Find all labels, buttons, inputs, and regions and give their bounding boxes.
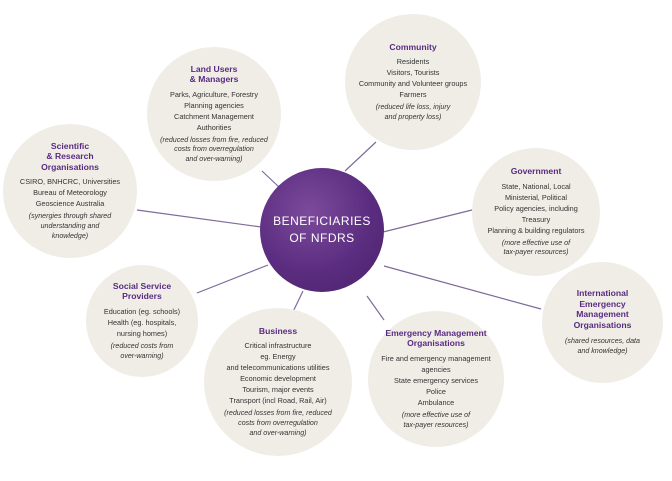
- node-item: Bureau of Meteorology: [33, 188, 107, 198]
- node-item: Ministerial, Political: [504, 192, 568, 202]
- node-item: Economic development: [240, 374, 316, 384]
- node-item: Transport (incl Road, Rail, Air): [229, 396, 327, 406]
- node-title-line: International: [576, 288, 629, 299]
- connector-community: [344, 141, 377, 172]
- connector-land-users: [261, 170, 281, 189]
- node-note-line: understanding and: [40, 221, 100, 230]
- node-title-line: Organisations: [41, 161, 99, 172]
- node-note-line: (more effective use of: [401, 410, 471, 419]
- node-note-line: costs from overregulation: [174, 145, 254, 154]
- node-item: State, National, Local: [501, 181, 571, 191]
- node-title-line: Scientific: [50, 140, 90, 151]
- node-item: Geoscience Australia: [35, 199, 105, 209]
- node-note-line: costs from overregulation: [238, 418, 318, 427]
- node-title-line: Emergency Management: [385, 327, 487, 338]
- center-title-line2: OF NFDRS: [289, 231, 355, 245]
- node-title-line: Providers: [122, 291, 162, 302]
- node-item: Police: [426, 386, 446, 396]
- node-note-line: (more effective use of: [501, 238, 571, 247]
- node-item: Parks, Agriculture, Forestry: [170, 89, 258, 99]
- node-title-line: Organisations: [573, 319, 632, 330]
- node-title-line: Land Users: [190, 63, 238, 74]
- node-title-business: Business: [259, 326, 297, 337]
- node-item: agencies: [421, 364, 451, 374]
- node-note-line: (reduced costs from: [110, 341, 174, 350]
- node-title-line: Social Service: [112, 280, 172, 291]
- node-note-line: knowledge): [51, 231, 89, 240]
- node-item: Planning & building regulators: [487, 225, 585, 235]
- node-item: Catchment Management Authorities: [174, 111, 254, 132]
- connector-social: [196, 264, 269, 294]
- node-item: Critical infrastructure: [244, 341, 312, 351]
- node-title-line: & Managers: [189, 74, 239, 85]
- node-title-line: Government: [510, 166, 562, 177]
- node-item: Education (eg. schools): [103, 306, 181, 316]
- node-item: Tourism, major events: [242, 385, 314, 395]
- connector-emergency: [366, 295, 385, 321]
- node-item: Planning agencies: [184, 100, 244, 110]
- node-note-line: and over-warning): [185, 154, 243, 163]
- node-note-line: tax-payer resources): [403, 420, 469, 429]
- node-note-line: and over-warning): [249, 428, 307, 437]
- node-note-line: over-warning): [120, 351, 164, 360]
- node-item: Community and Volunteer groups: [358, 79, 468, 89]
- node-title-line: & Research: [46, 151, 94, 162]
- center-title-line1: BENEFICIARIES: [273, 214, 371, 228]
- node-note-line: (synergies through shared: [28, 212, 112, 221]
- connector-government: [382, 209, 473, 233]
- connector-scientific: [136, 209, 262, 228]
- node-title-land-users: Land Users& Managers: [190, 64, 239, 85]
- node-note-line: (reduced life loss, injury: [375, 103, 451, 112]
- node-item: Policy agencies, including Treasury: [494, 203, 578, 224]
- node-item: and telecommunications utilities: [226, 363, 330, 373]
- connector-international: [383, 265, 542, 310]
- node-title-line: Organisations: [407, 338, 465, 349]
- node-item: Visitors, Tourists: [386, 68, 440, 78]
- node-title-line: Management: [576, 309, 629, 320]
- node-title-line: Community: [389, 41, 437, 52]
- node-note-line: (shared resources, data: [565, 337, 640, 346]
- node-title-line: Business: [258, 325, 298, 336]
- node-item: nursing homes): [116, 328, 168, 338]
- node-title-line: Emergency: [579, 298, 626, 309]
- node-note-line: and property loss): [384, 112, 442, 121]
- node-item: Health (eg. hospitals,: [107, 317, 177, 327]
- node-title-government: Government: [511, 166, 562, 177]
- node-item: State emergency services: [394, 375, 478, 385]
- node-title-community: Community: [389, 42, 436, 53]
- node-note-line: (reduced losses from fire, reduced: [224, 409, 332, 418]
- node-note-line: tax-payer resources): [503, 248, 569, 257]
- node-item: CSIRO, BNHCRC, Universities: [19, 177, 121, 187]
- center-hub: BENEFICIARIES OF NFDRS: [260, 168, 384, 292]
- node-note-line: and knowledge): [577, 347, 628, 355]
- node-item: Farmers: [399, 90, 427, 100]
- node-item: Ambulance: [417, 397, 455, 407]
- node-item: eg. Energy: [260, 352, 296, 362]
- node-item: Residents: [396, 57, 430, 67]
- node-note-line: (reduced losses from fire, reduced: [160, 135, 268, 144]
- node-item: Fire and emergency management: [381, 353, 491, 363]
